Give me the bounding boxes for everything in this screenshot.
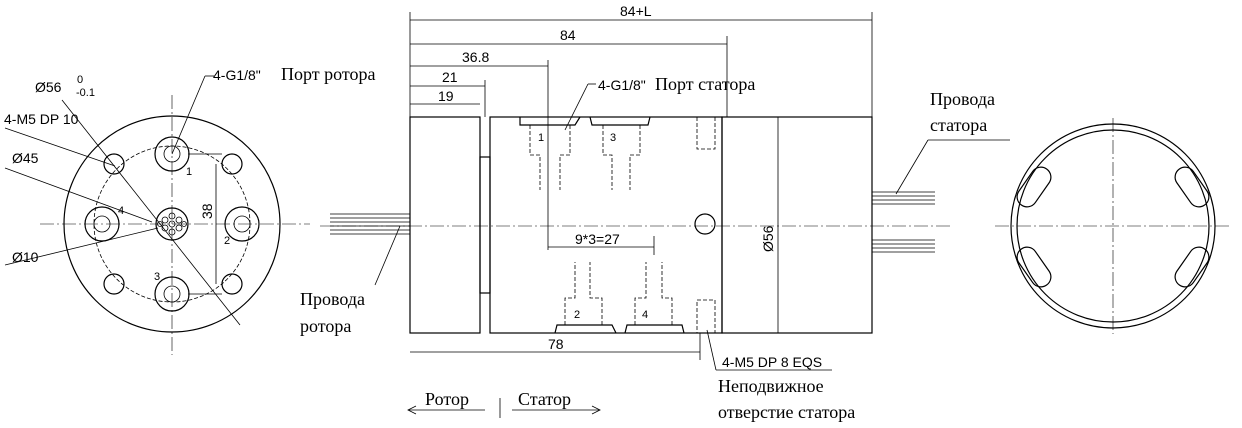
dim-36-8: 36.8: [462, 49, 489, 65]
dim-21: 21: [442, 69, 458, 85]
rotor-port-label: Порт ротора: [281, 64, 376, 84]
side-port-2: 2: [574, 309, 580, 321]
dim-d56: Ø56: [760, 225, 776, 252]
dia56-upper-tol: 0: [77, 74, 83, 86]
wire-slot: [1016, 166, 1210, 288]
side-port-4: 4: [642, 309, 648, 321]
dim-84L: 84+L: [620, 3, 652, 19]
d45-label: Ø45: [12, 150, 39, 166]
stator-wires-label-1: Провода: [930, 89, 995, 109]
stator-wires: [872, 191, 935, 253]
fixed-hole-label-1: Неподвижное: [718, 376, 824, 396]
dia56-label: Ø56: [35, 79, 62, 95]
side-view: [320, 12, 1010, 418]
rotor-wires-label-1: Провода: [300, 289, 365, 309]
dim-38: 38: [199, 203, 215, 219]
m5-dp8-label: 4-M5 DP 8 EQS: [722, 354, 822, 370]
d10-label: Ø10: [12, 249, 39, 265]
dim-19: 19: [438, 88, 454, 104]
rotor-label: Ротор: [425, 389, 469, 409]
dim-78: 78: [548, 336, 564, 352]
fixed-hole-label-2: отверстие статора: [718, 402, 855, 422]
m5-dp10-label: 4-M5 DP 10: [4, 111, 79, 127]
left-port-1: 1: [186, 166, 192, 178]
left-port-4: 4: [118, 205, 124, 217]
rotor-wires: [330, 213, 410, 235]
stator-port-code: 4-G1/8": [598, 77, 646, 93]
left-port-2: 2: [224, 235, 230, 247]
stator-wires-label-2: статора: [930, 115, 987, 135]
dia56-lower-tol: -0.1: [76, 87, 95, 99]
rotor-end-view: [4, 75, 310, 355]
dimension-labels: 84+L 84 36.8 21 19 9*3=27 78 Ø56 38 Ø56 …: [4, 3, 995, 422]
side-port-3: 3: [610, 132, 616, 144]
dim-84: 84: [560, 27, 576, 43]
rotor-port-code: 4-G1/8": [213, 67, 261, 83]
rotor-wire-bundle: [155, 207, 189, 241]
stator-end-view: [995, 118, 1232, 334]
dim-pitch: 9*3=27: [575, 231, 620, 247]
stator-label: Статор: [518, 389, 571, 409]
rotor-wires-label-2: ротора: [300, 316, 351, 336]
stator-port-label: Порт статора: [655, 74, 755, 94]
left-port-3: 3: [154, 271, 160, 283]
side-port-1: 1: [538, 132, 544, 144]
